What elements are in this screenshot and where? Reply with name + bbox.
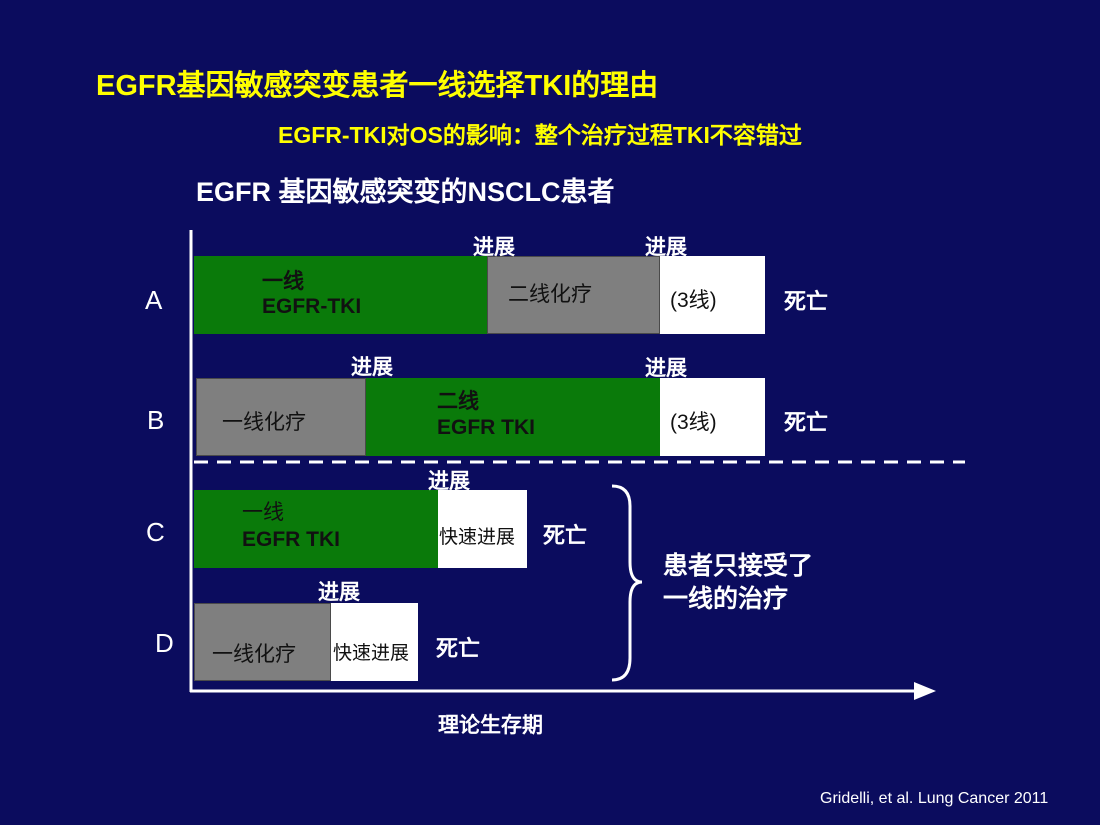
row-b-third-line: (3线) (660, 378, 765, 456)
row-d-progress-1: 进展 (318, 581, 360, 604)
row-a-seg3-label: (3线) (670, 289, 717, 312)
row-b-progress-1: 进展 (351, 356, 393, 379)
row-a-seg1-line2: EGFR-TKI (262, 295, 362, 318)
row-b-death: 死亡 (784, 410, 829, 435)
row-c-seg1-line2: EGFR TKI (242, 528, 340, 551)
row-d-seg2-label: 快速进展 (333, 643, 410, 664)
row-c-seg1-line1: 一线 (242, 501, 284, 524)
row-a-death: 死亡 (784, 289, 829, 314)
row-b-progress-2: 进展 (645, 357, 687, 380)
row-a-seg1-line1: 一线 (262, 270, 304, 293)
row-label-c: C (146, 517, 165, 547)
row-b-seg2-line2: EGFR TKI (437, 416, 535, 439)
row-b-seg2-line1: 二线 (437, 390, 479, 413)
row-b-second-line-tki: 二线 EGFR TKI (366, 378, 660, 456)
row-b-first-line-chemo: 一线化疗 (196, 378, 366, 456)
slide-title: EGFR基因敏感突变患者一线选择TKI的理由 (96, 70, 659, 102)
row-b-seg1-label: 一线化疗 (222, 411, 306, 434)
bracket-note-line2: 一线的治疗 (663, 585, 789, 613)
row-b-seg3-label: (3线) (670, 411, 717, 434)
row-c-progress-1: 进展 (428, 470, 470, 493)
diagram-heading: EGFR 基因敏感突变的NSCLC患者 (196, 177, 615, 207)
row-c-seg2-label: 快速进展 (439, 527, 516, 548)
row-label-a: A (145, 285, 163, 315)
row-d-first-line-chemo: 一线化疗 (194, 603, 331, 681)
x-axis-arrow-icon (914, 682, 936, 700)
row-d-seg1-label: 一线化疗 (212, 643, 296, 666)
slide-subtitle: EGFR-TKI对OS的影响：整个治疗过程TKI不容错过 (278, 122, 802, 148)
row-a-progress-1: 进展 (473, 236, 515, 259)
row-d-death: 死亡 (436, 636, 481, 661)
row-a-second-line-chemo: 二线化疗 (487, 256, 660, 334)
row-c-death: 死亡 (543, 523, 588, 548)
row-a-first-line-tki: 一线 EGFR-TKI (194, 256, 487, 334)
row-c-rapid-progression: 快速进展 (438, 490, 527, 568)
row-label-d: D (155, 628, 174, 658)
row-a-progress-2: 进展 (645, 236, 687, 259)
row-d-rapid-progression: 快速进展 (331, 603, 418, 681)
bracket-note: 患者只接受了 一线的治疗 (663, 550, 813, 616)
row-label-b: B (147, 405, 165, 435)
citation: Gridelli, et al. Lung Cancer 2011 (820, 790, 1049, 807)
row-a-third-line: (3线) (660, 256, 765, 334)
bracket-note-line1: 患者只接受了 (663, 552, 814, 580)
row-a-seg2-label: 二线化疗 (508, 283, 592, 306)
row-c-first-line-tki: 一线 EGFR TKI (194, 490, 438, 568)
x-axis-label: 理论生存期 (438, 714, 543, 737)
curly-brace-icon (611, 484, 643, 682)
